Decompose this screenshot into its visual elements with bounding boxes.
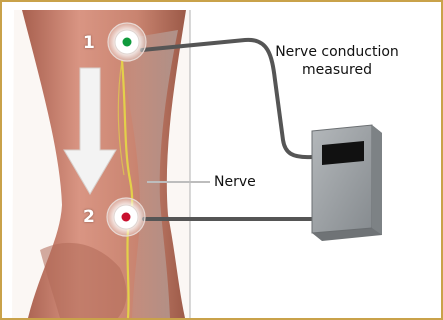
electrode-2 [107,198,145,236]
device-screen [322,141,364,165]
electrode-1-dot [123,38,132,47]
electrode-1-number: 1 [83,34,95,52]
electrode-2-dot [122,213,131,222]
electrode-2-number: 2 [83,208,95,226]
measuring-device [312,125,382,241]
device-label: Nerve conduction measured [262,43,412,79]
nerve-label: Nerve [214,173,256,191]
electrode-1 [108,23,146,61]
